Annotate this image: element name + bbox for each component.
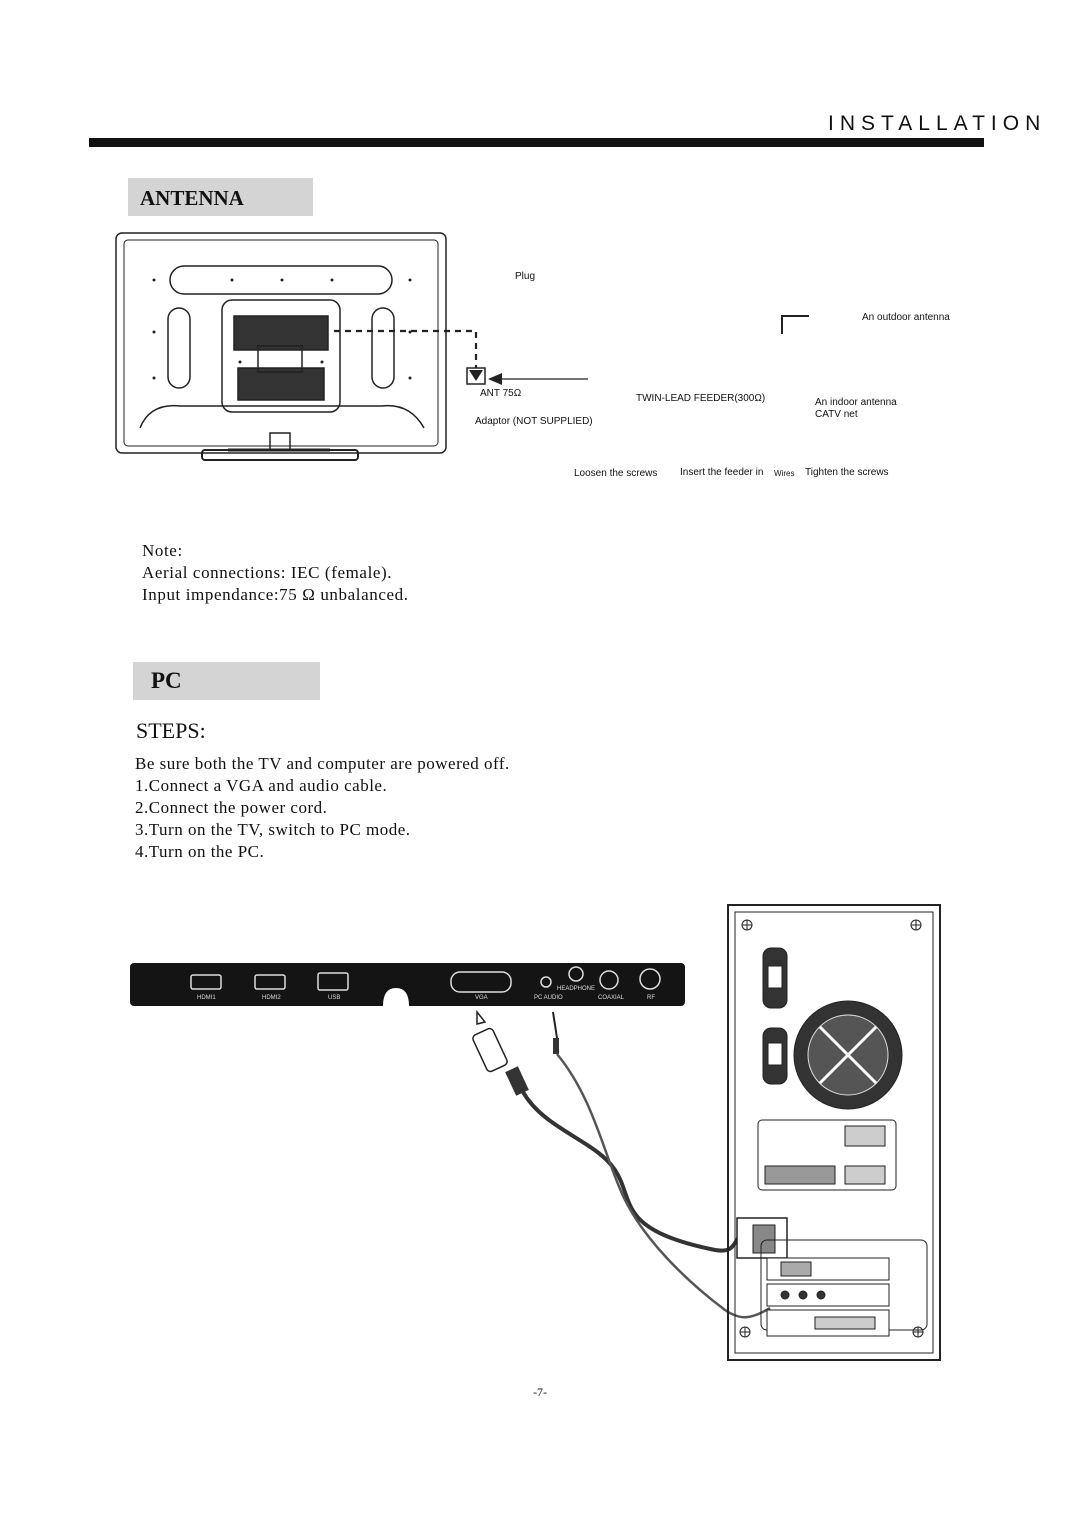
coaxial-port [599, 970, 619, 990]
panel-notch [383, 988, 409, 1006]
tighten-screws-label: Tighten the screws [805, 467, 889, 478]
ant-connector-arrow [469, 370, 483, 381]
pc-connection-diagram: HDMI1 HDMI2 USB VGA PC AUDIO HEADPHONE C… [130, 904, 941, 1361]
catv-label: CATV net [815, 409, 858, 420]
ant-label: ANT 75Ω [480, 388, 522, 399]
vga-label: VGA [475, 995, 488, 1001]
steps-list: Be sure both the TV and computer are pow… [135, 753, 510, 863]
note-line-1: Aerial connections: IEC (female). [142, 563, 393, 582]
ant-connector [466, 367, 486, 385]
coaxial-label: COAXIAL [598, 995, 625, 1001]
usb-port [317, 972, 349, 991]
feeder-label: TWIN-LEAD FEEDER(300Ω) [636, 393, 765, 404]
feeder-arrow [488, 373, 502, 385]
step-item: 3.Turn on the TV, switch to PC mode. [135, 820, 411, 839]
antenna-heading: ANTENNA [140, 186, 244, 210]
step-item: 2.Connect the power cord. [135, 798, 328, 817]
outdoor-antenna-icon [781, 315, 809, 334]
pc-tower-illustration [727, 904, 941, 1361]
antenna-diagram: Plug An outdoor antenna ANT 75Ω TWIN-LEA… [115, 232, 950, 479]
adaptor-label: Adaptor (NOT SUPPLIED) [475, 416, 593, 427]
page-number: -7- [533, 1385, 547, 1399]
note-title: Note: [142, 541, 183, 560]
tv-back-illustration [115, 232, 447, 461]
hdmi2-label: HDMI2 [262, 995, 281, 1001]
hdmi2-port [254, 974, 286, 990]
page-header-title: INSTALLATION [828, 112, 1047, 135]
hdmi1-port [190, 974, 222, 990]
vga-port [450, 971, 512, 993]
step-item: 1.Connect a VGA and audio cable. [135, 776, 388, 795]
antenna-heading-box: ANTENNA [128, 178, 313, 216]
step-item: 4.Turn on the PC. [135, 842, 265, 861]
indoor-antenna-label: An indoor antenna [815, 397, 897, 408]
headphone-port [568, 966, 584, 982]
audio-cable [552, 1011, 771, 1319]
tv-port-panel: HDMI1 HDMI2 USB VGA PC AUDIO HEADPHONE C… [130, 963, 685, 1006]
headphone-label: HEADPHONE [557, 986, 595, 992]
pc-audio-label: PC AUDIO [534, 995, 563, 1001]
rf-port [639, 968, 661, 990]
vga-cable [472, 1009, 766, 1253]
antenna-note: Note: Aerial connections: IEC (female). … [142, 540, 409, 606]
pc-audio-port [540, 976, 552, 988]
plug-label: Plug [515, 271, 535, 282]
wires-label: Wires [774, 469, 794, 478]
loosen-screws-label: Loosen the screws [574, 468, 657, 479]
pc-heading: PC [151, 668, 182, 693]
tv-screw-dots [152, 278, 412, 380]
hdmi1-label: HDMI1 [197, 995, 216, 1001]
outdoor-antenna-label: An outdoor antenna [862, 312, 950, 323]
pc-heading-box: PC [133, 662, 320, 700]
step-item: Be sure both the TV and computer are pow… [135, 754, 510, 773]
usb-label: USB [328, 995, 340, 1001]
header-rule [89, 138, 984, 147]
antenna-dashed-line [334, 329, 478, 368]
steps-title: STEPS: [136, 718, 206, 743]
insert-feeder-label: Insert the feeder in [680, 467, 763, 478]
rf-label: RF [647, 995, 655, 1001]
note-line-2: Input impendance:75 Ω unbalanced. [142, 585, 409, 604]
